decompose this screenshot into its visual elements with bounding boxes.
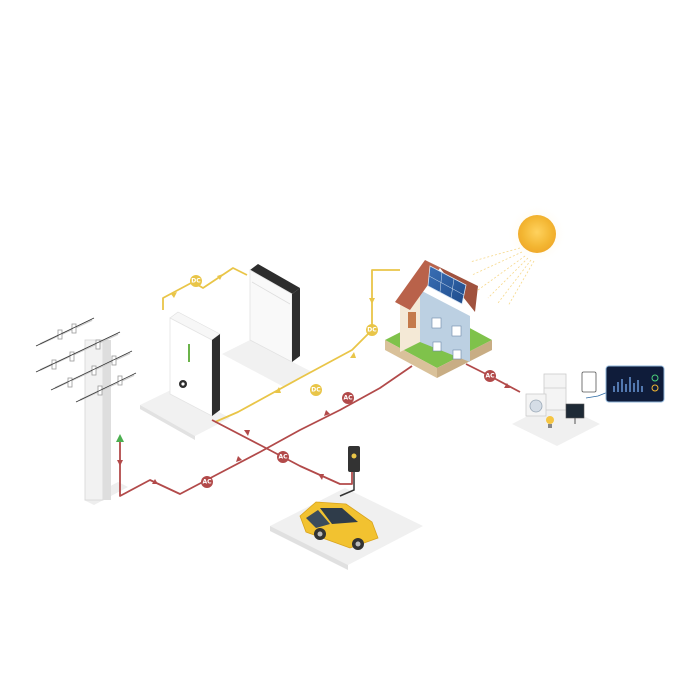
ac-arrow bbox=[236, 456, 242, 462]
ac-arrow bbox=[504, 383, 510, 388]
ac-arrow bbox=[152, 479, 158, 484]
dc-arrow bbox=[369, 298, 375, 304]
ac-badge: AC bbox=[342, 392, 354, 404]
tablet-icon bbox=[581, 371, 597, 393]
solar-panel bbox=[427, 265, 467, 305]
dc-arrow bbox=[350, 352, 356, 358]
house-window bbox=[451, 325, 462, 337]
ac-badge: AC bbox=[484, 370, 496, 382]
dc-arrow bbox=[275, 387, 281, 393]
battery-storage-tower bbox=[249, 264, 300, 363]
dc-badge-label: DC bbox=[191, 278, 201, 285]
ac-badge: AC bbox=[277, 451, 289, 463]
energy-monitoring-display bbox=[585, 365, 665, 403]
house-with-solar-panels bbox=[395, 260, 478, 362]
dc-line-solar-inverter bbox=[214, 269, 400, 423]
ev-charger bbox=[339, 446, 360, 497]
ac-arrow bbox=[117, 460, 123, 466]
sun-rays bbox=[469, 247, 535, 307]
dc-arrow bbox=[217, 274, 223, 280]
ac-arrow bbox=[324, 410, 330, 416]
house-window bbox=[431, 317, 442, 329]
hybrid-inverter-battery bbox=[169, 311, 221, 417]
electric-car bbox=[299, 501, 379, 550]
ac-badge-label: AC bbox=[343, 395, 353, 402]
tv-icon bbox=[565, 403, 585, 424]
ac-badge-label: AC bbox=[278, 454, 288, 461]
refrigerator-icon bbox=[543, 373, 567, 411]
grid-arrow bbox=[116, 434, 124, 442]
dc-badge: DC bbox=[366, 324, 378, 336]
monitor-bars bbox=[613, 377, 643, 392]
dc-badge: DC bbox=[190, 275, 202, 287]
utility-power-pole bbox=[35, 317, 137, 505]
light-bulb-icon bbox=[546, 416, 554, 428]
dc-badge-label: DC bbox=[367, 327, 377, 334]
house-window bbox=[432, 341, 442, 352]
house-window bbox=[452, 349, 462, 360]
house-door bbox=[408, 312, 416, 328]
sun-icon bbox=[518, 215, 556, 253]
dc-line-inverter-battery bbox=[162, 267, 248, 310]
ac-badge-label: AC bbox=[202, 479, 212, 486]
sun-group bbox=[469, 204, 567, 307]
dc-badge-label: DC bbox=[311, 387, 321, 394]
ac-arrow bbox=[244, 430, 250, 436]
ac-line-grid bbox=[119, 365, 413, 497]
dc-arrow bbox=[171, 292, 177, 298]
home-appliances bbox=[525, 371, 597, 428]
ac-arrow bbox=[318, 474, 324, 480]
dc-badge: DC bbox=[310, 384, 322, 396]
ev-charger-icon bbox=[348, 446, 360, 472]
ac-badge: AC bbox=[201, 476, 213, 488]
ac-badge-label: AC bbox=[485, 373, 495, 380]
